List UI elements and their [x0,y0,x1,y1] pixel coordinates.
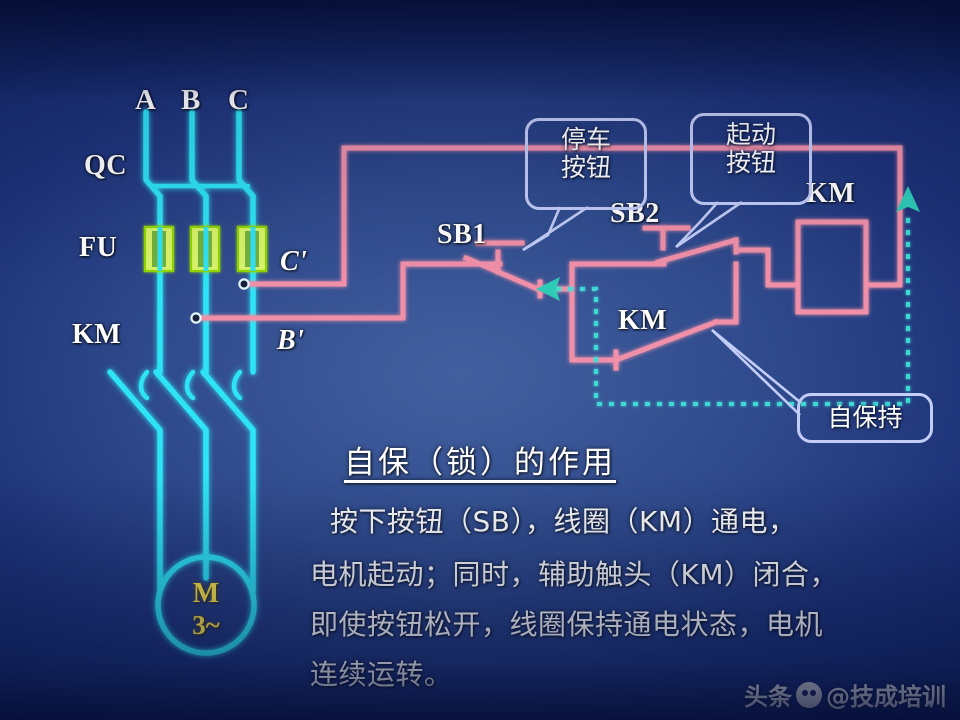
motor-phase-label: 3~ [192,610,220,640]
callout-stop-button[interactable]: 停车 按钮 [525,118,647,210]
sb2-moving-contact [654,236,740,266]
callout-stop-line2: 按钮 [560,153,611,182]
leader-start-button-2 [675,200,743,249]
leader-start-button [675,201,719,248]
label-qc: QC [84,150,127,181]
label-phase-c: C [228,84,250,116]
watermark-handle: @技成培训 [826,683,946,711]
wire-b-tap-to-sb1 [193,261,458,321]
label-sb1: SB1 [437,219,487,250]
callout-stop-line1: 停车 [560,125,611,154]
caption-line-2: 电机起动；同时，辅助触头（KM）闭合， [310,558,839,591]
callout-start-button[interactable]: 起动 按钮 [690,113,812,205]
caption-line-1: 按下按钮（SB），线圈（KM）通电， [330,505,797,538]
watermark: 头条 @技成培训 [744,677,946,712]
label-fu: FU [79,232,118,263]
toutiao-logo-icon [796,681,822,708]
caption-line-4: 连续运转。 [310,658,453,691]
caption-line-3: 即使按钮松开，线圈保持通电状态，电机 [310,608,824,641]
callout-start-line2: 按钮 [725,148,776,177]
fuse-conductors [157,227,256,271]
junction-dots [190,278,250,324]
caption-title-block: 自保（锁）的作用 [0,437,960,482]
junction-dot-b [190,312,202,324]
callout-selfhold-line1: 自保持 [827,402,903,432]
sb1-moving-contact [462,254,544,294]
label-node-c: C' [280,246,308,277]
fuse-group [143,225,268,273]
label-km-aux: KM [618,305,668,336]
callout-leaders [522,200,801,416]
page-title: 自保（锁）的作用 [344,445,616,481]
callout-start-line1: 起动 [725,120,776,149]
flow-arrow-up [896,186,920,212]
label-phase-b: B [181,84,201,116]
motor-symbol [155,554,257,656]
km-coil-body [795,219,869,315]
flow-arrow-left [536,277,560,301]
label-phase-a: A [135,84,157,116]
km-blade-a [107,369,163,563]
callout-self-hold[interactable]: 自保持 [797,393,933,443]
watermark-prefix: 头条 [744,683,792,711]
current-flow-arrows [536,186,920,301]
km-contact-c-hook [231,369,243,401]
label-km-coil: KM [806,178,856,209]
label-node-b: B' [277,325,305,356]
current-flow-trace [556,212,910,406]
current-flow-path [556,212,910,406]
km-contact-b-hook [184,369,196,401]
motor-symbol-label: M [192,578,220,609]
km-contact-a-hook [138,369,150,401]
km-blade-c [200,369,256,563]
wire-sb2-to-coil-rail [733,247,771,288]
km-blade-b [153,369,209,563]
power-circuit-wires [107,109,257,656]
junction-dot-c [238,278,250,290]
label-km-main: KM [72,319,122,350]
leader-self-hold [711,328,801,404]
wire-c-tap-top-rail [241,145,903,287]
km-aux-moving-contact [612,318,720,364]
leader-self-hold-2 [711,329,801,416]
leader-stop-button-2 [522,205,589,252]
